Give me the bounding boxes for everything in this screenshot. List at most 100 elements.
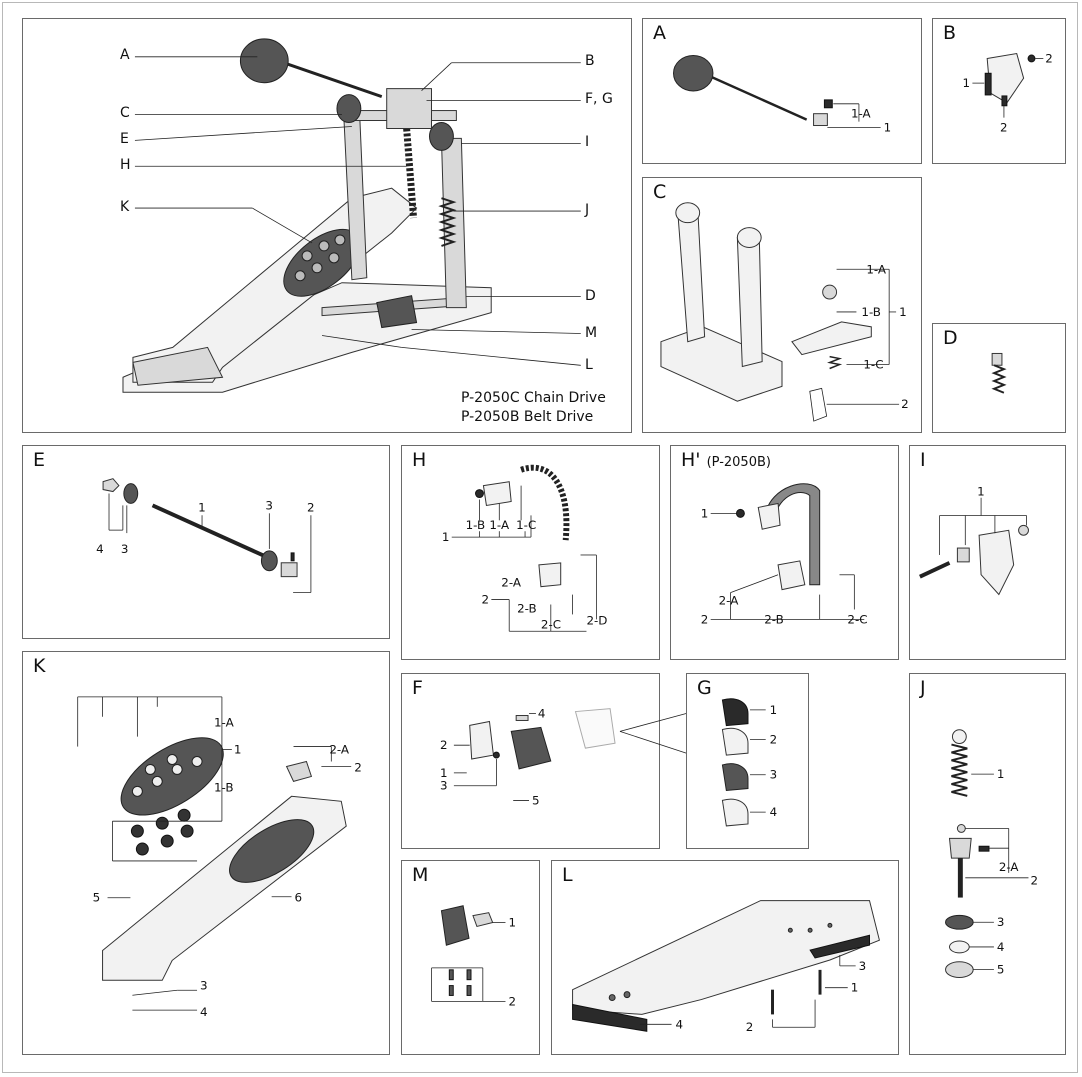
main-assembly-drawing [122, 38, 581, 393]
panel-i-leaders [939, 497, 1027, 555]
panel-h-prime-label-2c: 2-C [847, 612, 867, 626]
panel-l-label-4: 4 [676, 1017, 684, 1031]
panel-m-drawing: 1 2 [431, 905, 516, 1008]
panel-f: F 4 2 1 3 5 [401, 673, 687, 849]
frame-post-right [736, 231, 763, 368]
panel-h-prime-leaders [710, 512, 865, 620]
panel-a-label-1: 1 [884, 120, 892, 134]
panel-b-leaders [972, 58, 1044, 118]
panel-m-label-1: 1 [508, 915, 516, 929]
panel-k-title: K [33, 655, 46, 677]
panel-m-label-2: 2 [508, 994, 516, 1008]
panel-g-label-3: 3 [770, 768, 778, 782]
panel-h-prime-label-1: 1 [701, 506, 709, 520]
panel-g-leaders [749, 709, 766, 813]
panel-b-drawing: 2 1 2 [963, 51, 1053, 134]
footplate [120, 737, 224, 816]
axle-shaft [151, 503, 268, 559]
panel-j-label-5: 5 [997, 963, 1005, 977]
panel-h: H 1-B 1-A 1-C 1 2-A 2 2-B 2-C 2-D [401, 445, 660, 660]
panel-e-title: E [33, 449, 46, 471]
clamp-nut [1027, 54, 1036, 63]
panel-h-label-2c: 2-C [541, 617, 561, 631]
toe-stop [285, 760, 313, 782]
heel-block [132, 346, 224, 386]
caption-chain-drive: P-2050C Chain Drive [461, 390, 606, 406]
panel-f-label-2: 2 [440, 738, 448, 752]
panel-l-label-2: 2 [746, 1020, 754, 1034]
chain-links [520, 464, 570, 541]
panel-g-label-1: 1 [770, 703, 778, 717]
callout-d: D [585, 288, 596, 304]
cam-nut [1018, 524, 1029, 536]
panel-g: G 1 2 3 4 [686, 673, 809, 849]
bolt-spacer [956, 547, 970, 563]
callout-i: I [585, 134, 590, 150]
main-leader-lines [134, 56, 581, 366]
frame-base [660, 326, 783, 402]
rubber-pad-toe [809, 934, 870, 959]
panel-c-label-1b: 1-B [861, 305, 881, 319]
panel-c-label-1: 1 [899, 305, 907, 319]
spring-loop [951, 729, 967, 745]
callout-e: E [120, 131, 129, 147]
panel-b-label-2a: 2 [1045, 51, 1053, 65]
panel-l-label-1: 1 [851, 981, 859, 995]
panel-g-drawing: 1 2 3 4 [721, 698, 778, 827]
panel-a-label-1a: 1-A [851, 107, 871, 121]
beater-rod [702, 72, 808, 121]
adjust-nut [945, 961, 974, 979]
panel-h-drawing: 1-B 1-A 1-C 1 2-A 2 2-B 2-C 2-D [442, 464, 607, 632]
cam-nut [492, 751, 500, 759]
panel-e: E 1 3 2 4 3 [22, 445, 390, 639]
spring-coil [438, 197, 457, 247]
rubber-pad-heel [572, 1003, 648, 1032]
beater-hub [813, 113, 828, 127]
rod-screw [978, 845, 990, 852]
beater-shaft [271, 57, 383, 99]
callout-a: A [120, 47, 130, 63]
panel-g-label-4: 4 [770, 805, 778, 819]
panel-i-label-1: 1 [977, 485, 985, 499]
panel-j-drawing: 1 2-A 2 3 4 5 [945, 729, 1038, 979]
small-spring [827, 355, 843, 370]
panel-l: L 3 1 2 4 [551, 860, 899, 1055]
panel-k-label-2: 2 [354, 760, 362, 774]
panel-h-title: H [412, 449, 427, 471]
panel-l-drawing: 3 1 2 4 [572, 900, 880, 1034]
chain-bottom-block [538, 562, 562, 588]
cam-insert-3 [721, 763, 749, 792]
panel-h-prime-subtitle: (P-2050B) [706, 455, 771, 470]
cam-key [515, 715, 529, 721]
panel-h-prime-label-2a: 2-A [719, 594, 740, 608]
panel-m-leaders [431, 922, 506, 1002]
panel-k-drawing: 1-A 1 1-B 2-A 2 5 6 3 4 [77, 696, 362, 1019]
panel-f-leaders [453, 713, 687, 801]
panel-f-drawing: 4 2 1 3 5 [440, 707, 687, 808]
clamp-screw [1001, 95, 1008, 107]
panel-j: J 1 2-A 2 3 4 5 [909, 673, 1066, 1055]
cam-insert-1 [721, 698, 749, 727]
panel-h-prime-label-2: 2 [701, 612, 709, 626]
panel-f-title: F [412, 677, 423, 699]
bearing-left [123, 483, 139, 504]
panel-h-prime-letter: H' [681, 449, 701, 471]
panel-g-title: G [697, 677, 712, 699]
panel-h-label-2a: 2-A [501, 576, 522, 590]
drive-hub [280, 562, 298, 578]
callout-j: J [585, 202, 590, 218]
panel-b-title: B [943, 22, 957, 44]
post-right-top [736, 227, 762, 248]
panel-e-leaders [108, 493, 312, 593]
bearing-right [260, 550, 278, 572]
hub-screw [290, 552, 295, 562]
rubber-pads [130, 808, 194, 856]
compression-spring [991, 364, 1007, 394]
panel-h-prime-drawing: 1 2-A 2 2-B 2-C [701, 483, 868, 626]
callout-b: B [585, 53, 595, 69]
panel-k-label-2a: 2-A [329, 743, 350, 757]
panel-f-label-5: 5 [532, 794, 540, 808]
wing-bolt-head [991, 352, 1003, 366]
cam-insert-2 [721, 727, 749, 756]
